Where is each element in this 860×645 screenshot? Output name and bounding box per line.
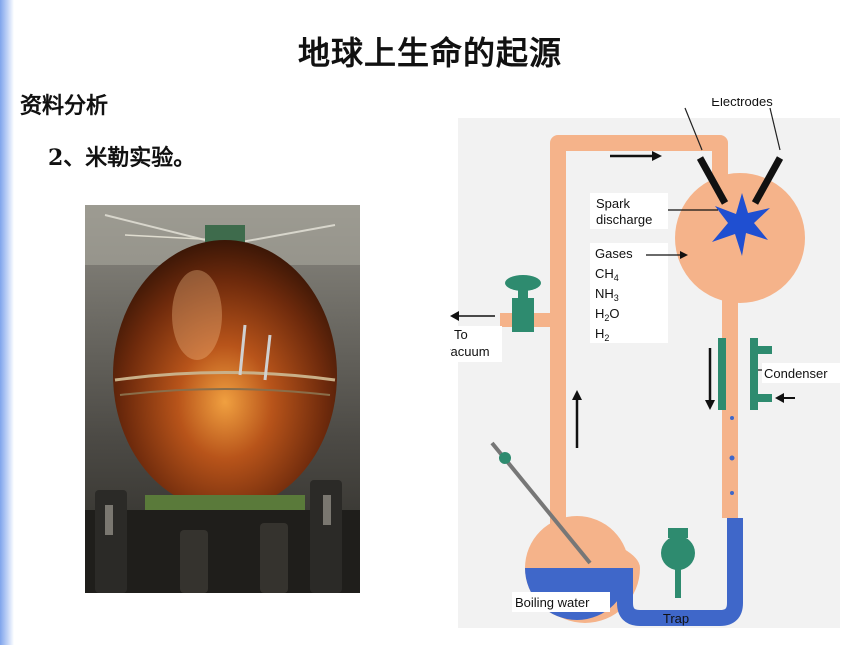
label-electrodes: Electrodes: [711, 98, 773, 109]
gas-ch4: CH4: [595, 266, 619, 283]
gases-label-box: [590, 243, 668, 343]
u-trap: [617, 518, 743, 626]
label-boiling-water: Boiling water: [515, 595, 590, 610]
left-decor-stripe: [0, 0, 14, 645]
electrode-right: [751, 156, 784, 205]
label-discharge: discharge: [596, 212, 652, 227]
miller-apparatus-diagram: Electrodes Spark discharge Gases CH4 NH3…: [444, 94, 840, 628]
apparatus-photo: [85, 205, 360, 593]
gas-h2: H2: [595, 326, 609, 343]
vacuum-arrow-icon: [450, 311, 459, 321]
label-spark: Spark: [596, 196, 630, 211]
page-title: 地球上生命的起源: [297, 34, 562, 72]
electrode-left: [696, 156, 729, 205]
section-heading: 资料分析: [20, 93, 109, 119]
label-vacuum: vacuum: [450, 344, 490, 359]
vacuum-valve: [512, 298, 534, 332]
label-condenser: Condenser: [764, 366, 828, 381]
gas-nh3: NH3: [595, 286, 619, 303]
apparatus-photo-graphic: [85, 205, 360, 593]
gas-h2o: H2O: [595, 306, 620, 323]
condenser-plate: [718, 338, 726, 410]
spark-label-box: [590, 193, 668, 229]
label-to: To: [454, 327, 468, 342]
label-trap: Trap: [663, 611, 689, 626]
item-heading: 2、米勒实验。: [48, 145, 196, 171]
label-gases: Gases: [595, 246, 633, 261]
condenser-jacket: [750, 338, 758, 410]
spark-icon: [712, 193, 770, 256]
